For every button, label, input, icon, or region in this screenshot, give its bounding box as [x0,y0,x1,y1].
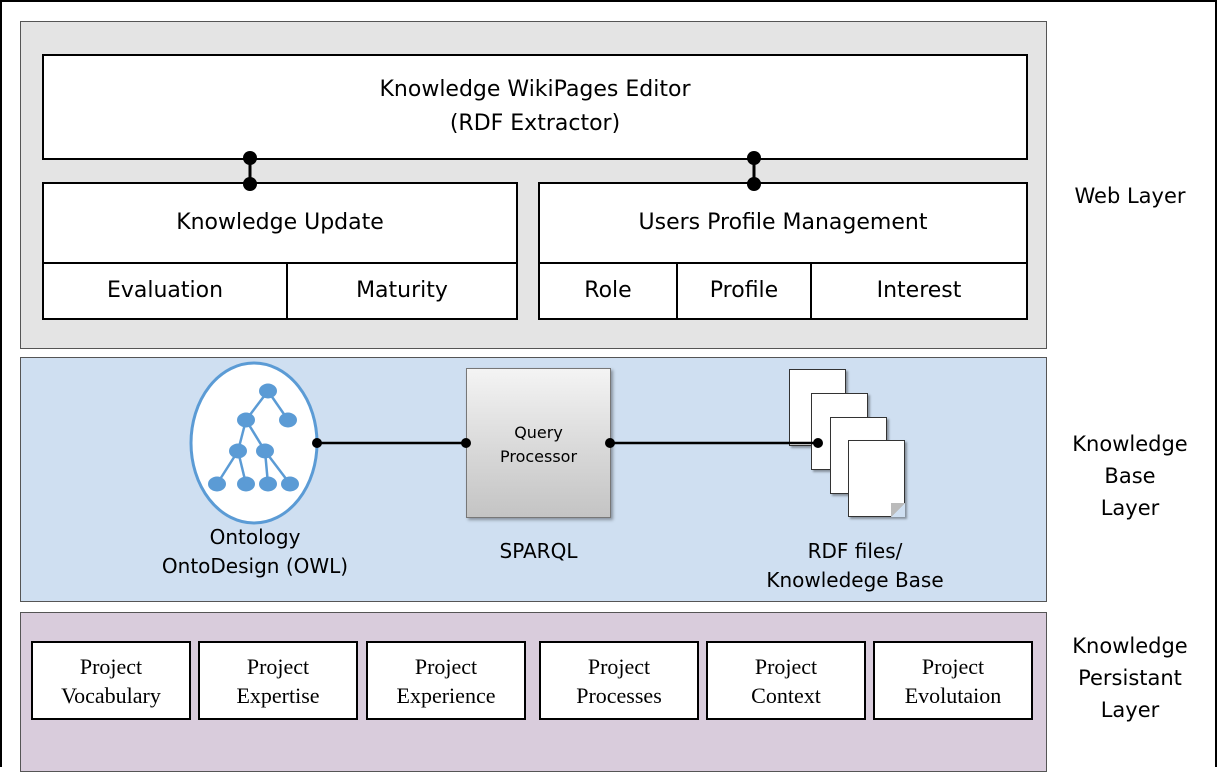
rdf-line1: RDF files/ [807,539,903,563]
role-cell: Role [538,262,678,320]
kb-layer-label-line1: Knowledge [1072,432,1188,456]
project-box-line1: Project [921,653,985,679]
ontology-label: Ontology OntoDesign (OWL) [140,523,370,581]
knowledge-update-title: Knowledge Update [176,210,384,235]
persistant-layer-label: Knowledge Persistant Layer [1050,630,1210,726]
sparql-label: SPARQL [499,539,578,563]
project-processes-box: Project Processes [539,641,699,720]
project-box-line1: Project [754,653,818,679]
profile-label: Profile [709,278,779,303]
project-box-line2: Processes [576,682,662,708]
persistant-layer-label-line3: Layer [1100,698,1160,722]
evaluation-label: Evaluation [106,278,224,303]
wikipages-editor-box: Knowledge WikiPages Editor (RDF Extracto… [42,54,1028,160]
project-context-box: Project Context [706,641,866,720]
editor-title: Knowledge WikiPages Editor [379,77,691,102]
persistant-layer-label-line1: Knowledge [1072,634,1188,658]
rdf-files-label: RDF files/ Knowledege Base [740,537,970,595]
query-processor-line1: Query [514,423,563,442]
interest-cell: Interest [810,262,1028,320]
kb-layer-label: Knowledge Base Layer [1050,428,1210,524]
project-box-line1: Project [587,653,651,679]
ontology-line1: Ontology [209,525,301,549]
role-label: Role [584,278,632,303]
profile-cell: Profile [676,262,812,320]
project-box-line2: Vocabulary [61,682,161,708]
project-vocabulary-box: Project Vocabulary [31,641,191,720]
connector-users-profile [747,151,761,191]
maturity-label: Maturity [356,278,448,303]
project-box-line1: Project [414,653,478,679]
users-profile-title: Users Profile Management [638,210,928,235]
users-profile-box: Users Profile Management [538,182,1028,264]
project-expertise-box: Project Expertise [198,641,358,720]
project-box-line1: Project [246,653,310,679]
project-box-line2: Context [751,682,821,708]
evaluation-cell: Evaluation [42,262,288,320]
rdf-line2: Knowledege Base [766,568,944,592]
editor-subtitle: (RDF Extractor) [449,111,621,136]
ontology-line2: OntoDesign (OWL) [161,554,349,578]
project-box-line2: Evolutaion [904,682,1002,708]
persistant-layer-label-line2: Persistant [1078,666,1182,690]
project-experience-box: Project Experience [366,641,526,720]
project-evolution-box: Project Evolutaion [873,641,1033,720]
knowledge-update-box: Knowledge Update [42,182,518,264]
maturity-cell: Maturity [286,262,518,320]
kb-layer-label-line2: Base [1104,464,1156,488]
web-layer-label: Web Layer [1074,184,1186,208]
project-box-line2: Experience [396,682,496,708]
kb-layer-label-line3: Layer [1100,496,1160,520]
query-processor-line2: Processor [499,447,578,466]
project-box-line2: Expertise [236,682,320,708]
connector-knowledge-update [243,151,257,191]
project-box-line1: Project [79,653,143,679]
interest-label: Interest [876,278,962,303]
rdf-document-4 [848,440,905,517]
